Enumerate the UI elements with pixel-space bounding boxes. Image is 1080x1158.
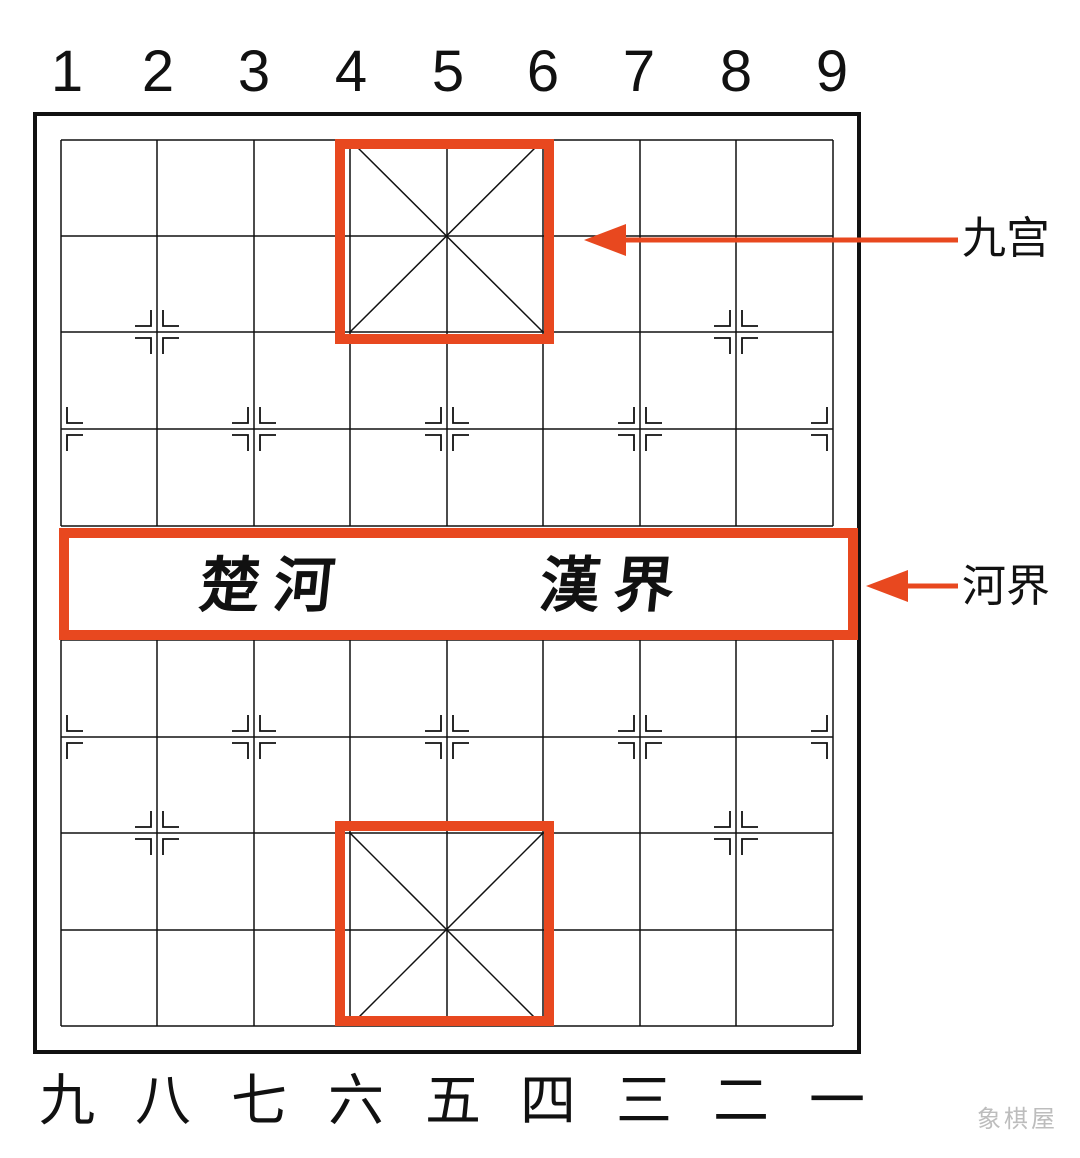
marker-corner [66,715,83,732]
river-text-han-jie: 漢界 [536,551,692,621]
column-numeral-6: 六 [328,1069,384,1134]
marker-corner [811,407,828,424]
marker-corner [135,310,152,327]
marker-corner [741,337,758,354]
marker-corner [135,838,152,855]
board-grid [60,139,834,1027]
marker-corner [135,811,152,828]
column-numeral-3: 三 [616,1069,672,1134]
palace-diagonals [349,139,544,1027]
marker-corner [162,310,179,327]
marker-corner [259,434,276,451]
marker-corner [452,434,469,451]
river-highlight [59,528,858,640]
column-number-8: 8 [719,39,753,104]
column-number-3: 3 [237,39,271,104]
marker-corner [811,715,828,732]
column-numeral-9: 九 [39,1069,95,1134]
highlight-boxes [59,139,858,1026]
marker-corner [232,715,249,732]
marker-corner [232,742,249,759]
marker-corner [66,742,83,759]
marker-corner [618,407,635,424]
marker-corner [811,434,828,451]
marker-corner [645,742,662,759]
board-outer-frame [33,112,861,1054]
marker-corner [66,434,83,451]
palace-arrow-head [584,224,626,256]
column-number-6: 6 [526,39,560,104]
marker-corner [618,715,635,732]
column-numeral-7: 七 [231,1069,287,1134]
marker-corner [645,715,662,732]
column-number-1: 1 [50,39,84,104]
river-arrow-head [866,570,908,602]
river-text-chu-he: 楚河 [196,551,352,621]
palace-highlight-bottom [335,821,554,1026]
marker-corner [714,811,731,828]
column-numeral-1: 一 [809,1069,865,1134]
marker-corner [425,742,442,759]
marker-corner [714,310,731,327]
marker-corner [618,434,635,451]
watermark-logo: 象棋屋 [977,1105,1058,1133]
column-numeral-2: 二 [713,1069,769,1134]
column-numeral-4: 四 [520,1069,576,1134]
marker-corner [741,310,758,327]
marker-corner [811,742,828,759]
marker-corner [425,407,442,424]
marker-corner [452,742,469,759]
marker-corner [259,715,276,732]
palace-diagonal [349,832,544,1027]
marker-corner [259,742,276,759]
marker-corner [259,407,276,424]
annotation-arrows [584,224,958,602]
marker-corner [162,337,179,354]
marker-corner [741,811,758,828]
column-number-5: 5 [431,39,465,104]
marker-corner [232,407,249,424]
palace-diagonal [349,139,544,333]
column-number-4: 4 [334,39,368,104]
marker-corner [425,434,442,451]
marker-corner [645,434,662,451]
marker-corner [162,838,179,855]
marker-corner [714,838,731,855]
palace-label: 九宫 [962,213,1050,264]
marker-corner [232,434,249,451]
river-label: 河界 [962,561,1050,612]
marker-corner [452,715,469,732]
marker-corner [66,407,83,424]
palace-highlight-top [335,139,554,344]
marker-corner [135,337,152,354]
column-numeral-8: 八 [135,1069,191,1134]
marker-corner [645,407,662,424]
marker-corner [741,838,758,855]
column-number-2: 2 [141,39,175,104]
marker-corner [452,407,469,424]
position-markers [66,310,828,855]
column-number-7: 7 [622,39,656,104]
marker-corner [714,337,731,354]
column-numeral-5: 五 [425,1069,481,1134]
marker-corner [618,742,635,759]
marker-corner [425,715,442,732]
column-number-9: 9 [815,39,849,104]
marker-corner [162,811,179,828]
